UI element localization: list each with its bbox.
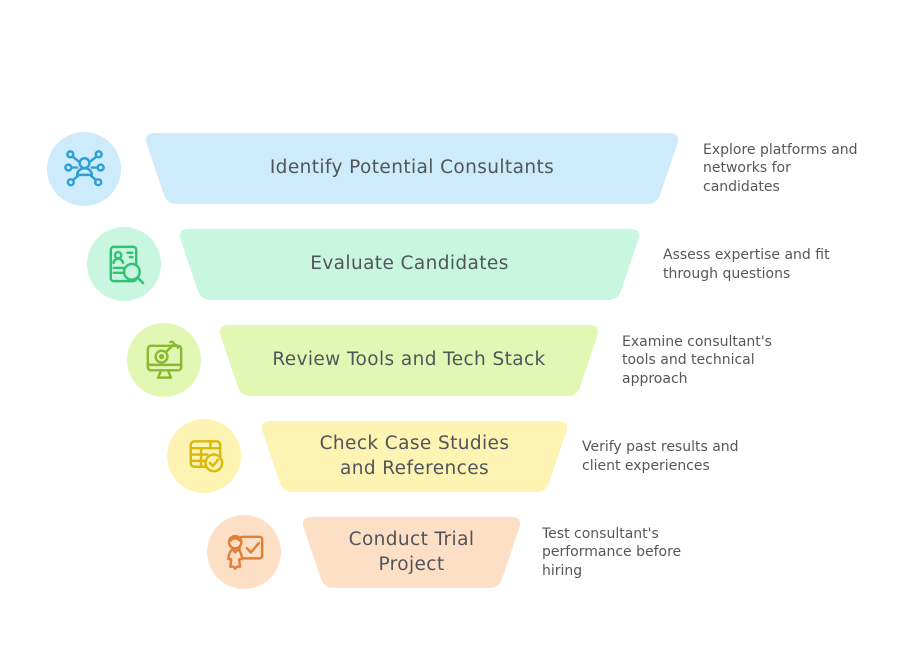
funnel-step-4-shape — [261, 421, 568, 492]
presenter-board-icon — [207, 515, 281, 589]
step-2-title: Evaluate Candidates — [310, 253, 509, 275]
funnel-step-5-shape — [302, 517, 521, 588]
resume-search-icon — [87, 227, 161, 301]
presenter-board-icon — [226, 534, 263, 570]
funnel-step-1: Identify Potential Consultants — [143, 133, 681, 204]
step-3-title: Review Tools and Tech Stack — [272, 349, 546, 371]
funnel-step-2-shape — [179, 229, 640, 300]
funnel-step-1-shape — [145, 133, 679, 204]
monitor-target-icon — [146, 340, 182, 379]
table-check-icon — [189, 439, 223, 472]
funnel-step-2: Evaluate Candidates — [177, 229, 642, 300]
step-1-description: Explore platforms and networks for candi… — [703, 141, 858, 195]
step-4-title: Check Case Studies and References — [319, 433, 510, 479]
network-people-icon — [47, 132, 121, 206]
step-4-description: Verify past results and client experienc… — [582, 438, 739, 474]
step-5-description: Test consultant's performance before hir… — [542, 525, 682, 579]
step-2-description: Assess expertise and fit through questio… — [663, 246, 830, 282]
step-3-description: Examine consultant's tools and technical… — [622, 333, 772, 387]
step-1-title: Identify Potential Consultants — [269, 157, 555, 179]
table-check-icon — [167, 419, 241, 493]
monitor-target-icon — [127, 323, 201, 397]
network-people-icon — [63, 149, 105, 186]
resume-search-icon — [109, 245, 144, 284]
funnel-step-4: Check Case Studies and References — [259, 421, 570, 492]
funnel-step-3-shape — [219, 325, 599, 396]
funnel-step-3: Review Tools and Tech Stack — [217, 325, 601, 396]
funnel-step-5: Conduct Trial Project — [300, 517, 523, 588]
step-5-title: Conduct Trial Project — [348, 529, 475, 575]
